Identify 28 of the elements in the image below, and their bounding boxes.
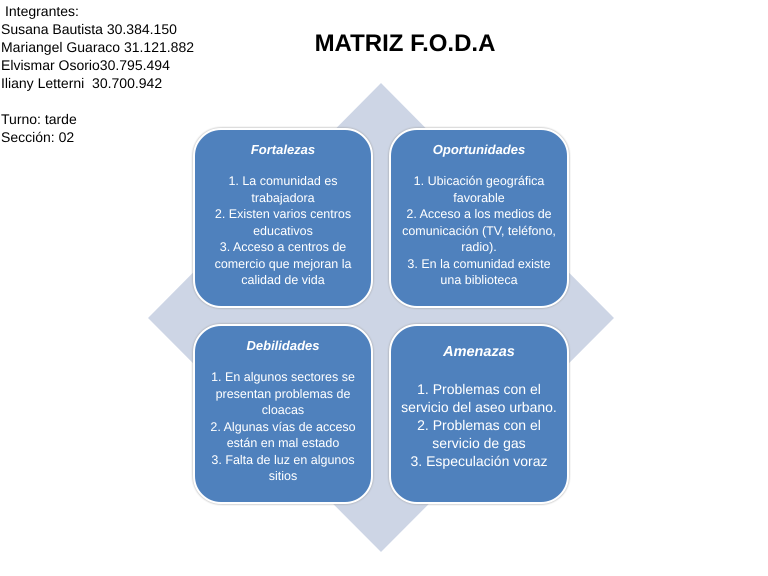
quadrant-box — [389, 128, 569, 308]
title: MATRIZ F.O.D.A — [314, 30, 496, 58]
quadrant-heading: Oportunidades — [432, 142, 526, 157]
list-item: 3. Falta de luz en algunos sitios — [210, 452, 356, 484]
list-item: 1. Problemas con el servicio del aseo urbano. — [401, 380, 557, 416]
quadrant-box — [389, 324, 569, 504]
heading-label: Integrantes: — [5, 2, 79, 20]
info-label: Sección: 02 — [1, 128, 74, 146]
list-item: 2. Existen varios centros educativos — [214, 206, 352, 239]
quadrant-heading: Debilidades — [246, 338, 320, 353]
info-label: Mariangel Guaraco 31.121.882 — [1, 38, 194, 56]
list-item: 1. En algunos sectores se presentan problemas de cloacas — [210, 369, 356, 418]
info-label: Iliany Letterni 30.700.942 — [1, 74, 162, 92]
list-item: 2. Problemas con el servicio de gas — [416, 416, 542, 452]
info-label: Susana Bautista 30.384.150 — [1, 20, 177, 38]
quadrant-heading: Fortalezas — [250, 142, 316, 157]
quadrant-box — [193, 324, 373, 504]
list-item: 2. Acceso a los medios de comunicación (TV, teléfono, radio). — [401, 206, 557, 256]
list-item: 3. Acceso a centros de comercio que mejoran la calidad de vida — [214, 239, 352, 288]
list-item: 1. La comunidad es trabajadora — [227, 173, 339, 206]
list-item: 3. En la comunidad existe una biblioteca — [406, 256, 552, 288]
list-item: 3. Especulación voraz — [410, 452, 548, 470]
info-label: Turno: tarde — [1, 110, 77, 128]
quadrant-heading: Amenazas — [442, 344, 516, 360]
quadrant-box — [193, 128, 373, 308]
list-item: 2. Algunas vías de acceso están en mal estado — [209, 418, 357, 452]
info-label: Elvismar Osorio30.795.494 — [1, 56, 170, 74]
list-item: 1. Ubicación geográfica favorable — [412, 173, 546, 206]
